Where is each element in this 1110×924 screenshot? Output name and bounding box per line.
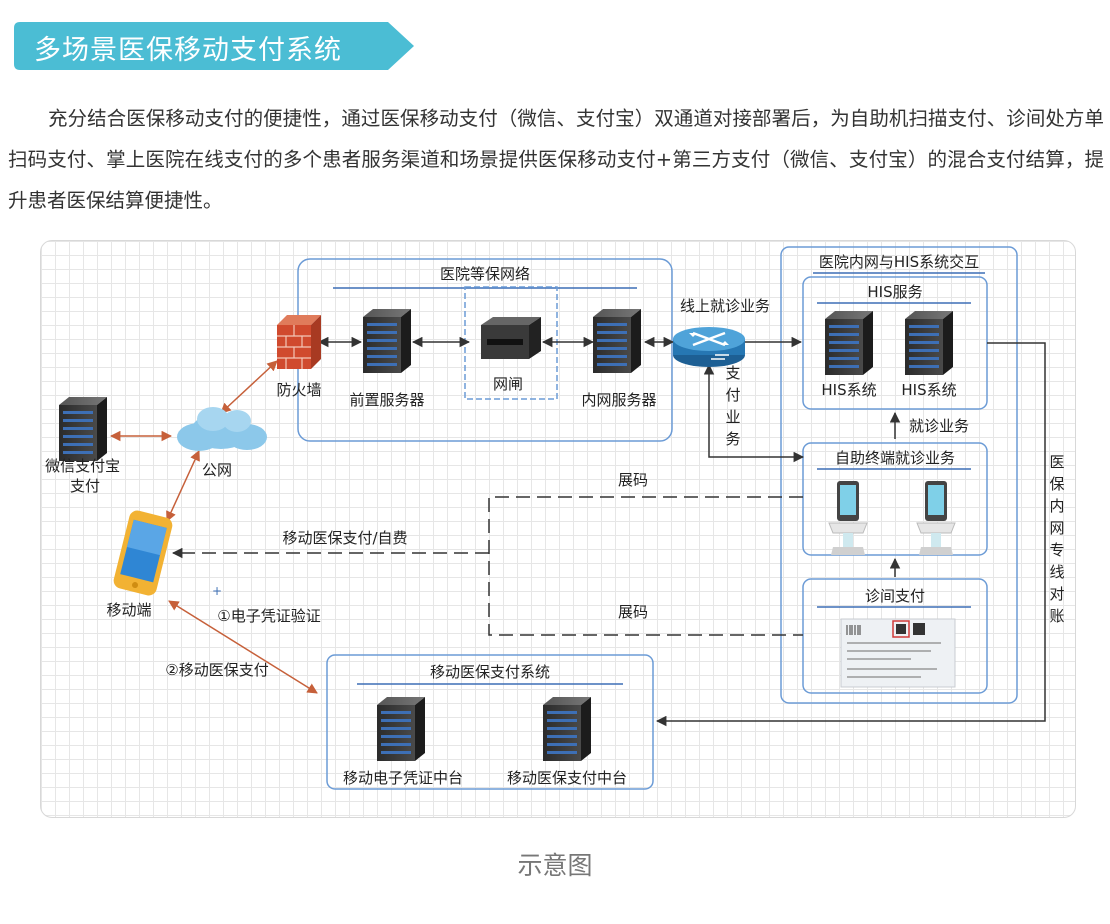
wechat-alipay-label-line1: 微信支付宝 [45,457,120,475]
gateway-device-icon [481,317,541,359]
mobile-label: 移动端 [106,601,151,619]
his-server-2-icon [905,311,953,375]
router-icon [673,327,745,367]
e-cert-platform-label: 移动电子凭证中台 [343,769,463,787]
title-banner: 多场景医保移动支付系统 [14,22,414,70]
mobile-pay-label: 移动医保支付/自费 [282,529,407,547]
diagram-caption: 示意图 [517,851,593,880]
medpay-platform-label: 移动医保支付中台 [507,769,627,787]
wechat-alipay-server-icon [59,397,107,461]
group-title-hospital-network: 医院等保网络 [440,265,530,283]
prescription-slip-icon [840,618,956,688]
architecture-diagram: 医院等保网络 医院内网与HIS系统交互 HIS服务 自助终端就诊业务 诊间支付 … [40,240,1076,818]
front-server-icon [363,309,411,373]
e-cert-server-icon [377,697,425,761]
intranet-his-frame [780,246,1018,704]
group-title-his-service: HIS服务 [867,283,922,301]
firewall-icon [277,315,321,369]
payment-service-label: 支付业务 [725,364,740,448]
group-title-clinic-pay: 诊间支付 [865,587,925,605]
intranet-server-icon [593,309,641,373]
intranet-server-label: 内网服务器 [581,391,656,409]
his-system-1-label: HIS系统 [821,381,876,399]
his-system-2-label: HIS系统 [901,381,956,399]
online-service-label: 线上就诊业务 [680,297,770,315]
group-title-intranet-his: 医院内网与HIS系统交互 [819,253,979,271]
medpay-server-icon [543,697,591,761]
show-code-label-1: 展码 [618,471,648,489]
verify-label: ①电子凭证验证 [217,607,320,625]
his-server-1-icon [825,311,873,375]
banner-shape [14,22,414,70]
group-title-mobile-system: 移动医保支付系统 [430,663,550,681]
firewall-label: 防火墙 [276,381,321,399]
group-title-kiosk: 自助终端就诊业务 [835,449,955,467]
reconcile-label: 医保内网专线对账 [1049,453,1064,625]
mobile-system-frame [326,654,654,790]
medpay-step-label: ②移动医保支付 [165,661,268,679]
wechat-alipay-label: 微信支付宝 支付 [45,457,125,495]
wechat-alipay-label-line2: 支付 [70,477,100,495]
mobile-phone-icon [113,510,173,596]
diagram-canvas: 医院等保网络 医院内网与HIS系统交互 HIS服务 自助终端就诊业务 诊间支付 … [45,246,1065,790]
public-network-cloud-icon [177,407,267,451]
kiosk-2-icon [916,480,956,556]
kiosk-frame [802,442,988,556]
page-title: 多场景医保移动支付系统 [34,35,342,66]
gateway-label: 网闸 [493,375,523,393]
public-network-label: 公网 [202,461,232,479]
visit-service-label: 就诊业务 [909,417,969,435]
front-server-label: 前置服务器 [349,391,424,409]
intro-paragraph: 充分结合医保移动支付的便捷性，通过医保移动支付（微信、支付宝）双通道对接部署后，… [8,107,1104,212]
show-code-label-2: 展码 [618,603,648,621]
kiosk-1-icon [828,480,868,556]
clinic-pay-frame [802,578,988,694]
svg-text:+: + [212,584,222,598]
